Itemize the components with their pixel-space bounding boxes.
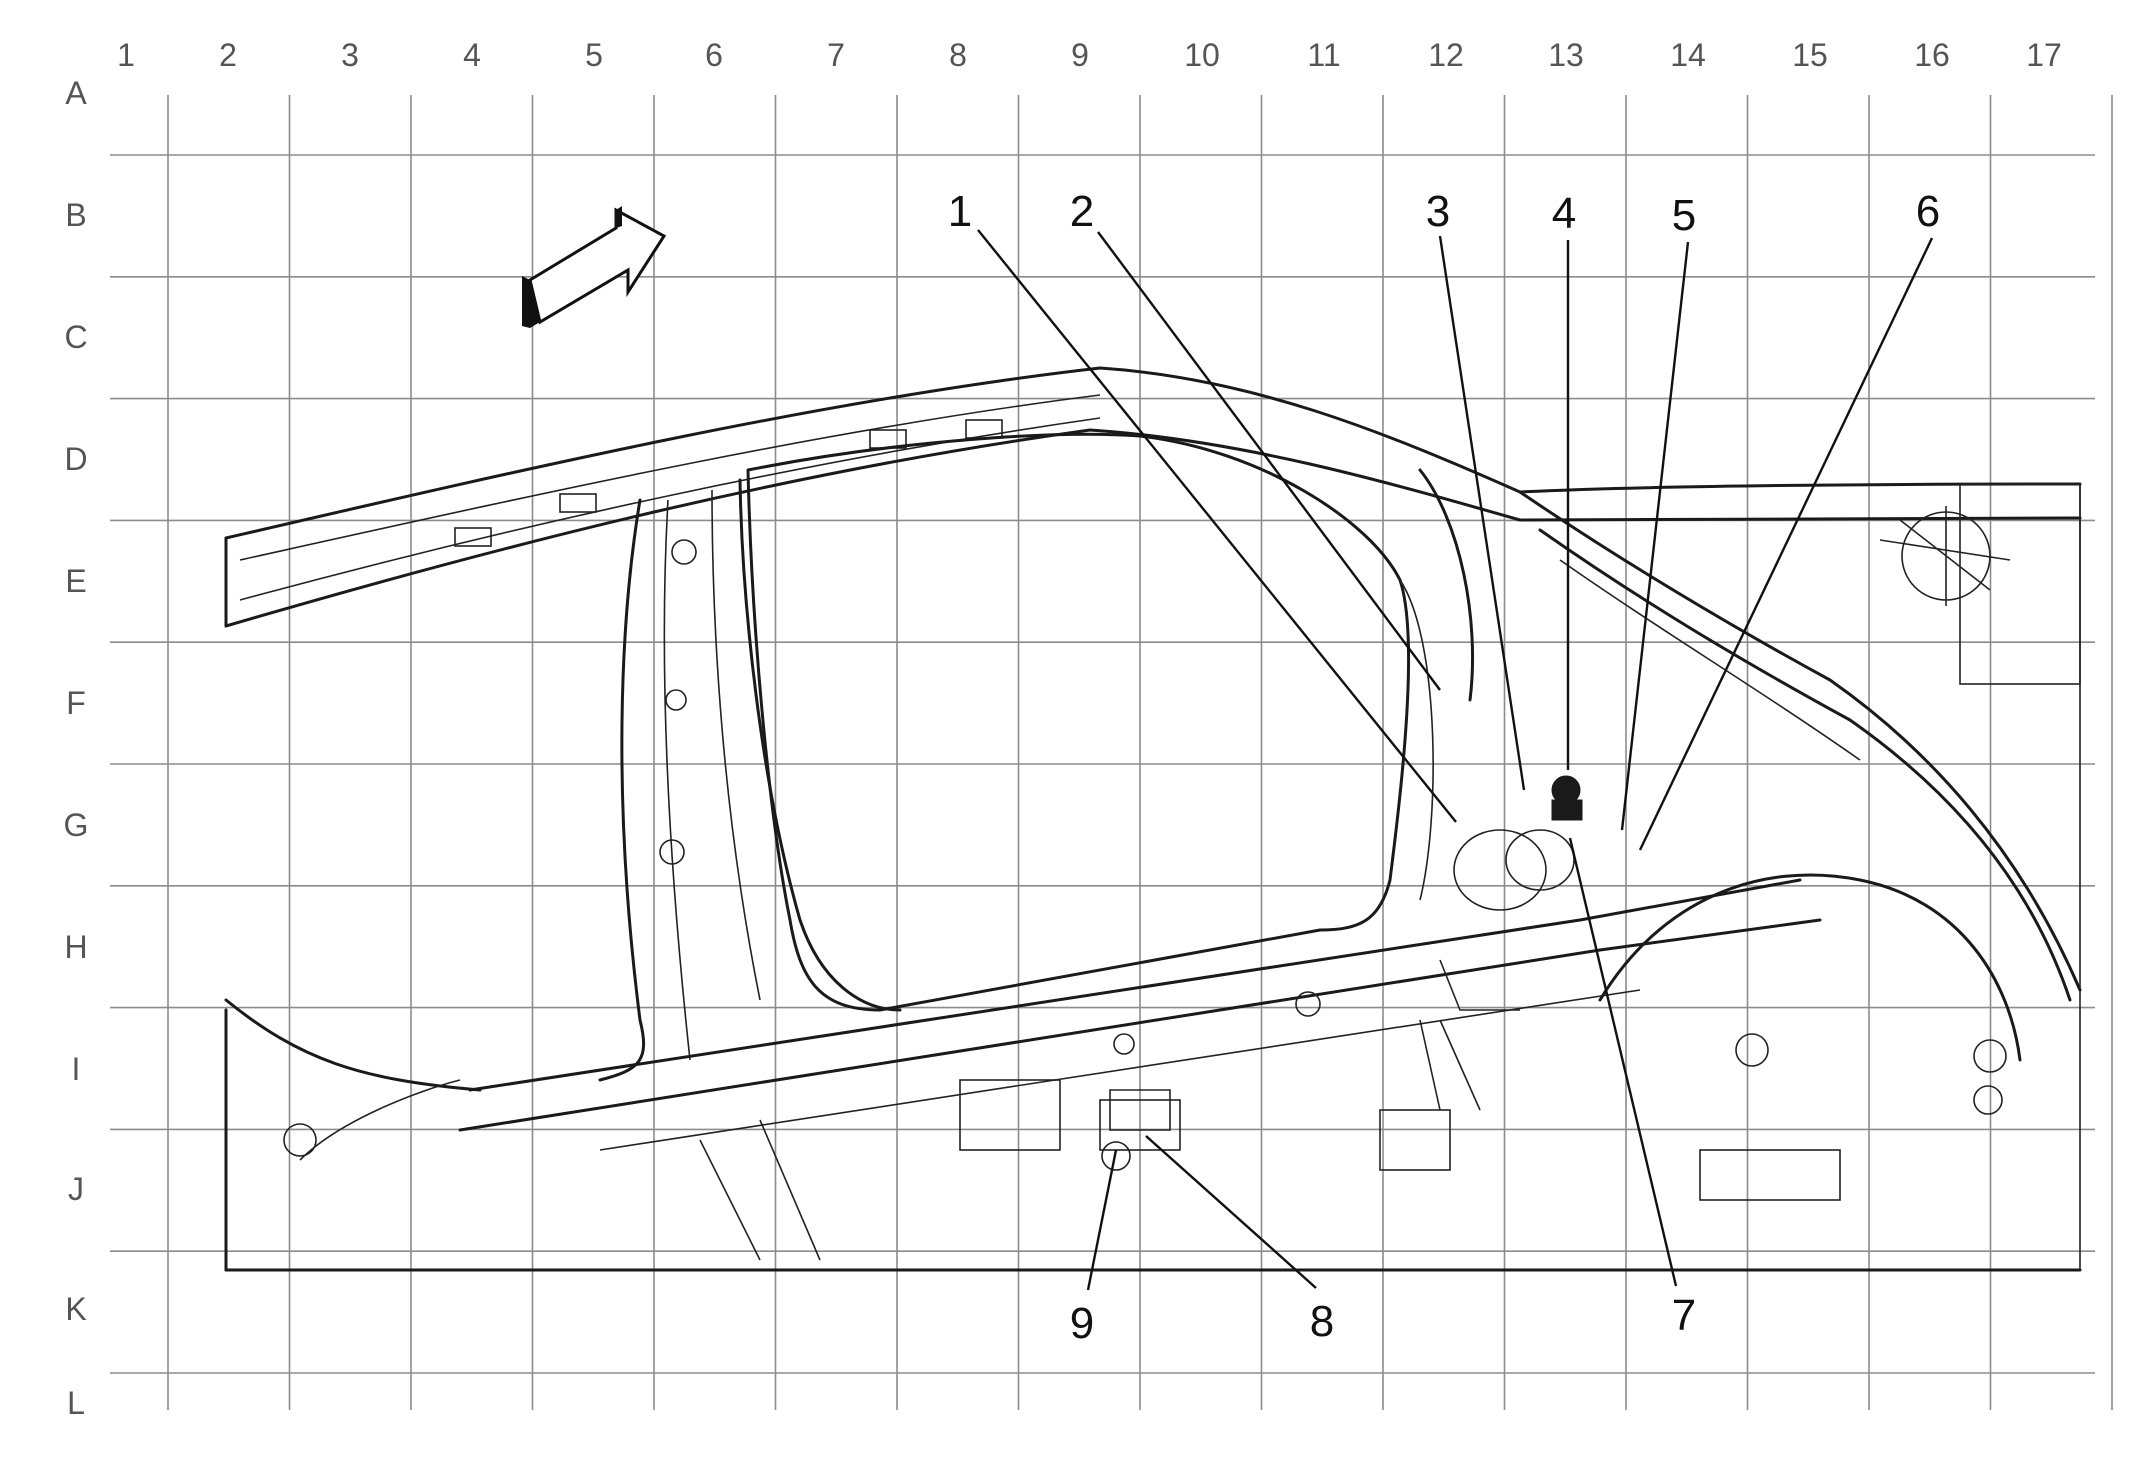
grid-column-label: 14 — [1670, 37, 1706, 73]
vehicle-body-structure — [224, 366, 2082, 1272]
grid-row-label: E — [65, 563, 86, 599]
callout-8: 8 — [1310, 1297, 1334, 1346]
grid-column-label: 12 — [1428, 37, 1464, 73]
grid-row-label: D — [64, 441, 87, 477]
grid-row-label: I — [72, 1051, 81, 1087]
grid-column-label: 3 — [341, 37, 359, 73]
callout-1: 1 — [948, 187, 972, 236]
grid-column-label: 15 — [1792, 37, 1828, 73]
callout-6: 6 — [1916, 187, 1940, 236]
grid-column-label: 13 — [1548, 37, 1584, 73]
callout-5: 5 — [1672, 191, 1696, 240]
grid-row-label: F — [66, 685, 86, 721]
grid-column-label: 1 — [117, 37, 135, 73]
grid-column-label: 8 — [949, 37, 967, 73]
grid-column-label: 9 — [1071, 37, 1089, 73]
callout-3: 3 — [1426, 187, 1450, 236]
grid-row-label: C — [64, 319, 87, 355]
callout-2: 2 — [1070, 187, 1094, 236]
callout-labels: 1 2 3 4 5 6 7 8 9 — [948, 187, 1940, 1348]
grid-row-label: L — [67, 1385, 85, 1421]
forward-arrow-icon — [522, 206, 667, 328]
grid-column-label: 7 — [827, 37, 845, 73]
grid-column-label: 6 — [705, 37, 723, 73]
grid-row-label: J — [68, 1171, 84, 1207]
grid-row-label: G — [64, 807, 89, 843]
grid-column-label: 16 — [1914, 37, 1950, 73]
grid-row-label: K — [65, 1291, 86, 1327]
grid-column-label: 11 — [1307, 37, 1340, 73]
callout-9: 9 — [1070, 1299, 1094, 1348]
callout-4: 4 — [1552, 189, 1576, 238]
grid-column-label: 10 — [1184, 37, 1220, 73]
grid-row-label: H — [64, 929, 87, 965]
grid-column-label: 5 — [585, 37, 603, 73]
grid-column-label: 17 — [2026, 37, 2062, 73]
grid-row-label: B — [65, 197, 86, 233]
grid-row-label: A — [65, 75, 87, 111]
grid-column-label: 2 — [219, 37, 237, 73]
reference-grid — [110, 95, 2113, 1410]
callout-7: 7 — [1672, 1291, 1696, 1340]
grid-column-label: 4 — [463, 37, 481, 73]
grid-row-labels: A B C D E F G H I J K L — [64, 75, 89, 1421]
leader-lines — [977, 229, 1934, 1291]
